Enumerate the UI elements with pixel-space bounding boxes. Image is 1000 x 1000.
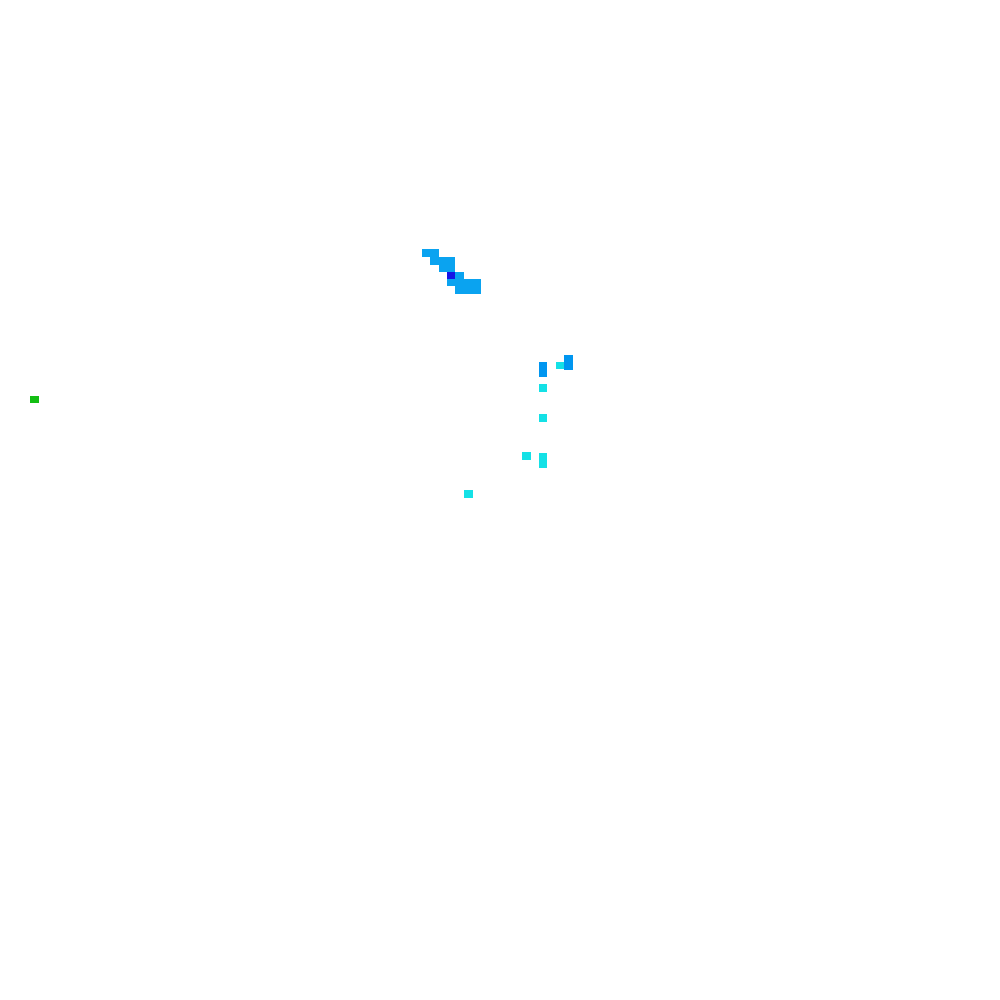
cluster-north — [422, 249, 481, 294]
raster-cell — [539, 453, 547, 461]
raster-cell — [447, 272, 455, 279]
raster-cell — [556, 362, 564, 369]
raster-cell — [522, 452, 531, 460]
raster-cell — [564, 355, 573, 363]
raster-cell — [447, 279, 456, 286]
raster-cell — [539, 384, 547, 392]
raster-cell — [539, 461, 547, 468]
scatter-cyan — [464, 362, 564, 498]
raster-cell — [464, 490, 473, 498]
raster-cell — [564, 363, 573, 370]
raster-cell — [539, 370, 547, 377]
raster-cell — [439, 257, 455, 265]
raster-cell — [455, 279, 481, 286]
cluster-east — [539, 355, 573, 377]
raster-cell — [439, 265, 455, 272]
raster-cell — [430, 257, 439, 265]
raster-cell — [455, 272, 464, 279]
cluster-north-core — [447, 272, 455, 279]
raster-cell — [30, 396, 39, 403]
raster-cell — [455, 286, 481, 294]
raster-cell — [422, 249, 439, 257]
raster-cell — [539, 362, 547, 370]
raster-cell — [539, 414, 547, 422]
isolated-west — [30, 396, 39, 403]
